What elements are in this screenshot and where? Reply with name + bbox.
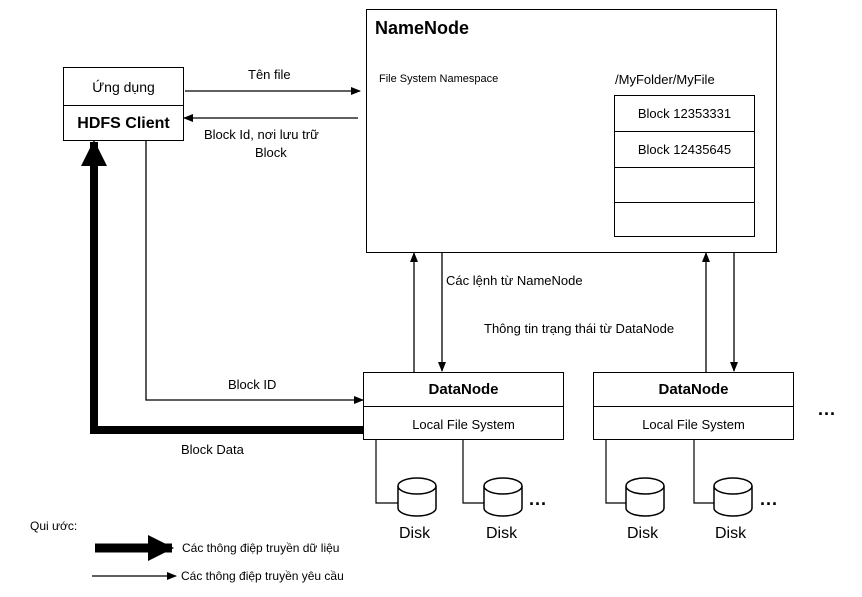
label-status-from-datanode: Thông tin trạng thái từ DataNode [484, 321, 675, 336]
disk-label: Disk [627, 525, 659, 542]
disk-icon [713, 477, 753, 517]
datanode-title: DataNode [658, 381, 729, 398]
datanode-box: DataNode Local File System [593, 372, 794, 440]
client-box: Ứng dụng HDFS Client [63, 67, 184, 141]
ellipsis-more-datanodes: ... [818, 399, 837, 419]
block-row: Block 12353331 [637, 106, 732, 121]
legend-title: Qui ước: [30, 519, 78, 533]
disk-icon [397, 477, 437, 517]
label-commands-from-namenode: Các lệnh từ NameNode [446, 273, 583, 288]
disk-icon [625, 477, 665, 517]
app-label: Ứng dụng [92, 78, 155, 95]
legend-request-messages: Các thông điệp truyền yêu cầu [181, 569, 344, 583]
label-block-id: Block ID [228, 377, 277, 392]
arrow-blockid-to-datanode [145, 141, 364, 404]
datanode-title: DataNode [428, 381, 499, 398]
disk-icon [483, 477, 523, 517]
label-file-name: Tên file [248, 67, 291, 82]
block-row: Block 12435645 [615, 131, 754, 167]
file-path: /MyFolder/MyFile [615, 72, 715, 87]
label-block-id-location-2: Block [255, 145, 287, 160]
block-row [615, 202, 754, 238]
label-block-id-location-1: Block Id, nơi lưu trữ [204, 127, 319, 142]
namenode-title: NameNode [375, 18, 470, 38]
disk-label: Disk [399, 525, 431, 542]
ellipsis-disks-dn2: ... [760, 489, 779, 509]
namespace-label: File System Namespace [379, 73, 499, 85]
hdfs-client-label: HDFS Client [64, 105, 183, 142]
datanode-1-disk-wires [375, 440, 484, 504]
disk-label: Disk [486, 525, 518, 542]
block-row [615, 167, 754, 202]
arrow-block-data [81, 140, 363, 434]
label-block-data: Block Data [181, 442, 244, 457]
datanode-2-disk-wires [605, 440, 714, 504]
legend-data-messages: Các thông điệp truyền dữ liệu [182, 541, 340, 555]
datanode-box: DataNode Local File System [363, 372, 564, 440]
local-fs-label: Local File System [594, 406, 793, 441]
ellipsis-disks-dn1: ... [529, 489, 548, 509]
disk-label: Disk [715, 525, 747, 542]
local-fs-label: Local File System [364, 406, 563, 441]
block-table: Block 12353331 Block 12435645 [614, 95, 755, 237]
